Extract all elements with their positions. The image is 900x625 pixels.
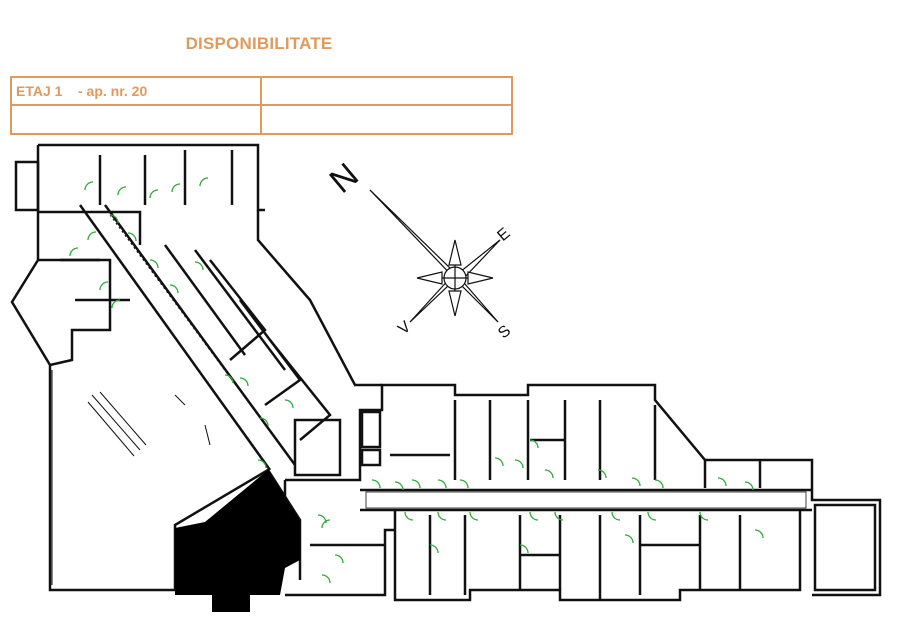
- compass-north-label: N: [323, 156, 366, 201]
- apartment-info-table: ETAJ 1 - ap. nr. 20: [10, 76, 513, 135]
- interior-details: [51, 214, 807, 585]
- compass-rose: N E S V: [323, 156, 515, 342]
- info-cell-empty: [12, 106, 262, 133]
- highlighted-area: [175, 470, 300, 612]
- compass-south-label: S: [495, 322, 514, 342]
- door-swings: [69, 177, 764, 584]
- info-cell-floor: ETAJ 1 - ap. nr. 20: [12, 78, 262, 104]
- page-title: DISPONIBILITATE: [185, 34, 333, 53]
- info-row: ETAJ 1 - ap. nr. 20: [12, 78, 511, 106]
- building-walls: [10, 143, 882, 602]
- floor-apartment-label: ETAJ 1 - ap. nr. 20: [16, 83, 148, 99]
- info-row: [12, 106, 511, 133]
